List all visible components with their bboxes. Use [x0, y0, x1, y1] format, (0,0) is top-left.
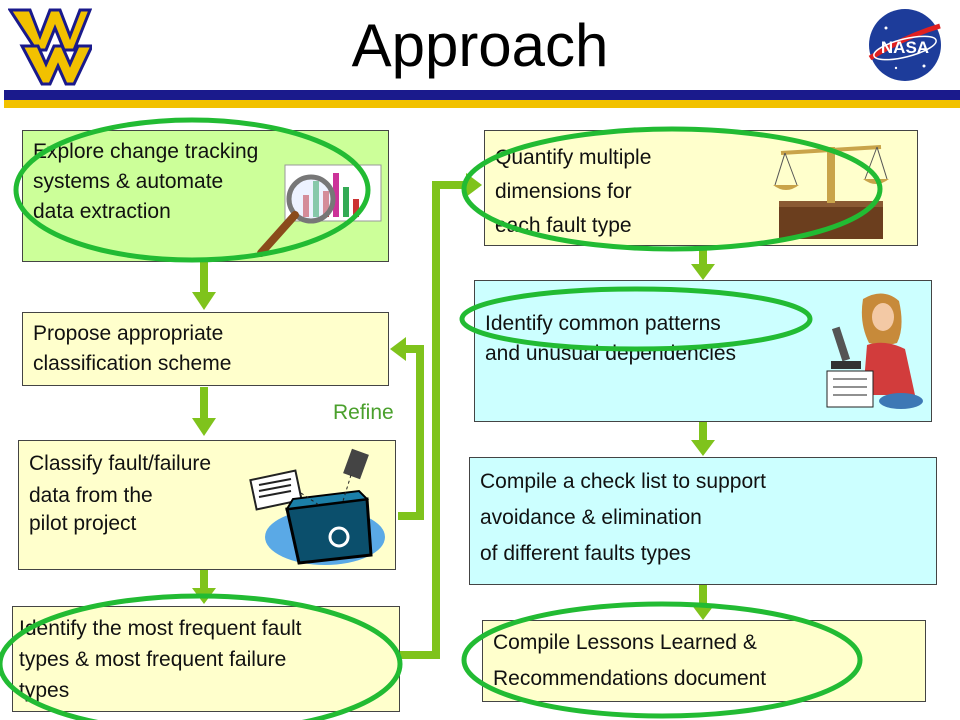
propose-line-1: Propose appropriate: [33, 322, 224, 345]
sorting-bin-icon: [249, 448, 385, 565]
scientist-microscope-icon: [826, 293, 923, 409]
wv-logo-icon: [7, 6, 95, 86]
arrow-frequent-quantify: [400, 181, 466, 659]
highlight-ellipse-frequent: [0, 593, 403, 720]
page-title: Approach: [351, 12, 609, 79]
classify-box: Classify fault/failure data from the pil…: [18, 440, 396, 570]
lessons-line-1: Compile Lessons Learned &: [493, 631, 757, 654]
arrowhead-1: [192, 292, 216, 310]
propose-box: Propose appropriate classification schem…: [22, 312, 389, 386]
header-bar-gold: [4, 100, 960, 108]
arrowhead-refine: [390, 337, 406, 361]
highlight-ellipse-quantify: [461, 126, 883, 252]
arrowhead-2: [192, 418, 216, 436]
explore-line-2: systems & automate: [33, 170, 224, 193]
arrowhead-quantify: [466, 173, 482, 197]
quantify-box: Quantify multiple dimensions for each fa…: [484, 130, 918, 246]
classify-line-1: Classify fault/failure: [29, 452, 212, 475]
arrowhead-5: [691, 440, 715, 456]
identify-frequent-box: Identify the most frequent fault types &…: [12, 606, 400, 712]
header-bar-blue: [4, 90, 960, 100]
nasa-logo-text: NASA: [881, 38, 929, 57]
explore-line-1: Explore change tracking: [33, 140, 259, 163]
classify-line-2: data from the: [29, 484, 153, 507]
checklist-line-2: avoidance & elimination: [480, 506, 702, 529]
explore-box: Explore change tracking systems & automa…: [22, 130, 389, 262]
quantify-line-1: Quantify multiple: [495, 146, 652, 169]
identify-frequent-line-3: types: [19, 679, 70, 702]
classify-line-3: pilot project: [29, 512, 137, 535]
arrowhead-4: [691, 264, 715, 280]
highlight-ellipse-lessons: [461, 601, 863, 719]
lessons-box: Compile Lessons Learned & Recommendation…: [482, 620, 926, 702]
refine-label: Refine: [333, 401, 394, 424]
checklist-line-1: Compile a check list to support: [480, 470, 766, 493]
checklist-line-3: of different faults types: [480, 542, 691, 565]
arrowhead-6: [691, 604, 715, 620]
quantify-line-2: dimensions for: [495, 180, 632, 203]
identify-frequent-line-2: types & most frequent failure: [19, 648, 287, 671]
checklist-box: Compile a check list to support avoidanc…: [469, 457, 937, 585]
highlight-ellipse-explore: [13, 117, 371, 263]
arrow-refine-loop: [398, 345, 424, 520]
lessons-line-2: Recommendations document: [493, 667, 767, 690]
highlight-ellipse-patterns: [459, 286, 813, 352]
propose-line-2: classification scheme: [33, 352, 232, 375]
explore-line-3: data extraction: [33, 200, 171, 223]
patterns-line-1: Identify common patterns: [485, 312, 721, 335]
nasa-logo-icon: NASA: [866, 6, 944, 84]
identify-frequent-line-1: Identify the most frequent fault: [19, 617, 302, 640]
